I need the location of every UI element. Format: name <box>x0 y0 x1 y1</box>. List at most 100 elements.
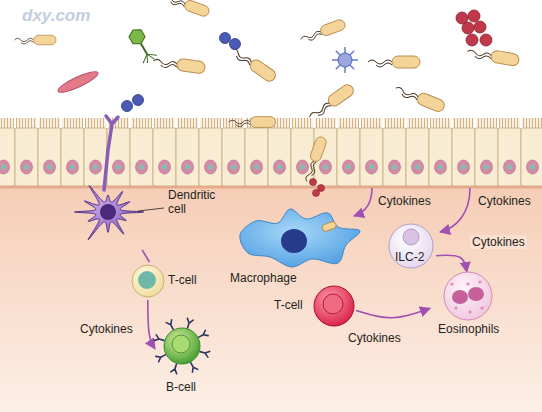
cell-nucleus <box>412 160 424 174</box>
cell-nucleus <box>435 160 447 174</box>
rod-bacterium <box>163 0 211 18</box>
brush-border <box>361 118 382 128</box>
flagellum <box>394 86 419 101</box>
brush-border <box>0 118 14 128</box>
rod-body <box>326 82 356 108</box>
illustration-part <box>140 50 158 65</box>
rod-bacterium <box>229 117 276 128</box>
flagellum <box>300 30 322 43</box>
t-cell-body <box>132 265 164 297</box>
virus <box>332 47 358 73</box>
cell-nucleus <box>281 229 307 253</box>
rod-body <box>250 117 275 128</box>
cell-nucleus <box>205 160 217 174</box>
epithelial-cell <box>245 128 268 186</box>
rod-bacterium <box>467 46 520 67</box>
edge-label: Cytokines <box>346 331 403 345</box>
nucleolus <box>461 164 466 169</box>
brush-border <box>85 118 106 128</box>
granule <box>480 306 483 309</box>
flagellum <box>368 60 392 67</box>
cell-nucleus <box>297 160 309 174</box>
epithelial-cell <box>452 128 475 186</box>
cell-nucleus <box>136 160 148 174</box>
brush-border <box>16 118 37 128</box>
rod-bacterium <box>14 35 56 45</box>
epithelial-cell <box>498 128 521 186</box>
nucleolus <box>116 164 121 169</box>
cell-nucleus <box>138 271 156 289</box>
cell-label: Dendritic cell <box>168 188 226 216</box>
cell-nucleus <box>251 160 263 174</box>
brush-border <box>39 118 60 128</box>
epithelial-cell <box>153 128 176 186</box>
cytokine-arrow <box>440 188 470 232</box>
cytokine-connector <box>148 300 155 349</box>
nucleolus <box>346 164 351 169</box>
cell-nucleus <box>274 160 286 174</box>
dendritic-body <box>74 185 143 240</box>
cell-nucleus <box>320 160 332 174</box>
cytokine-arrow <box>354 188 372 216</box>
rod-body <box>416 92 446 114</box>
brush-border <box>384 118 405 128</box>
illustration-part <box>171 363 179 373</box>
cell-nucleus <box>481 160 493 174</box>
illustration-part <box>154 335 164 343</box>
rod-body <box>392 56 420 68</box>
cell-nucleus <box>468 287 484 301</box>
epithelial-cell <box>61 128 84 186</box>
brush-border <box>522 118 542 128</box>
cell-nucleus <box>172 335 190 353</box>
epithelial-cell <box>130 128 153 186</box>
antibody <box>199 349 209 357</box>
cell-nucleus <box>458 160 470 174</box>
nucleolus <box>231 164 236 169</box>
rod-bacterium <box>299 18 347 44</box>
flagellum <box>229 120 251 126</box>
illustration-part <box>156 352 167 362</box>
coccus <box>230 39 241 50</box>
coccus <box>133 95 144 106</box>
nucleolus <box>323 164 328 169</box>
antibody <box>154 335 164 343</box>
brush-border <box>338 118 359 128</box>
epithelial-cell <box>383 128 406 186</box>
nucleolus <box>24 164 29 169</box>
cell-nucleus <box>100 204 116 220</box>
antibody <box>166 320 176 331</box>
rod-body <box>319 18 346 37</box>
antibody <box>185 318 193 328</box>
rod-body <box>183 0 210 18</box>
coccus-cluster <box>474 21 486 33</box>
rod-bacterium <box>153 55 206 74</box>
nucleolus <box>300 164 305 169</box>
brush-border <box>407 118 428 128</box>
b-cell-body <box>164 328 200 364</box>
cell-node: Eosinophils <box>430 272 522 338</box>
edge-label: Cytokines <box>470 235 527 249</box>
nucleolus <box>369 164 374 169</box>
epithelial-cell <box>38 128 61 186</box>
cell-nucleus <box>452 290 468 304</box>
cell-nucleus <box>159 160 171 174</box>
cell-nucleus <box>182 160 194 174</box>
cell-label: Eosinophils <box>438 322 499 336</box>
illustration-part <box>141 44 147 54</box>
cytokine-label: Cytokines <box>378 194 431 208</box>
epithelial-cell <box>475 128 498 186</box>
granule <box>468 310 471 313</box>
nucleolus <box>438 164 443 169</box>
phage <box>126 26 158 65</box>
nucleolus <box>93 164 98 169</box>
nucleolus <box>139 164 144 169</box>
dendrite <box>104 116 118 190</box>
epithelium <box>0 118 542 187</box>
rod-bacterium <box>306 82 355 122</box>
granule <box>450 282 453 285</box>
flagellum <box>229 47 253 66</box>
coccus-cluster <box>480 34 492 46</box>
cell-label: ILC-2 <box>395 250 424 264</box>
cell-node: T-cell <box>128 262 214 300</box>
